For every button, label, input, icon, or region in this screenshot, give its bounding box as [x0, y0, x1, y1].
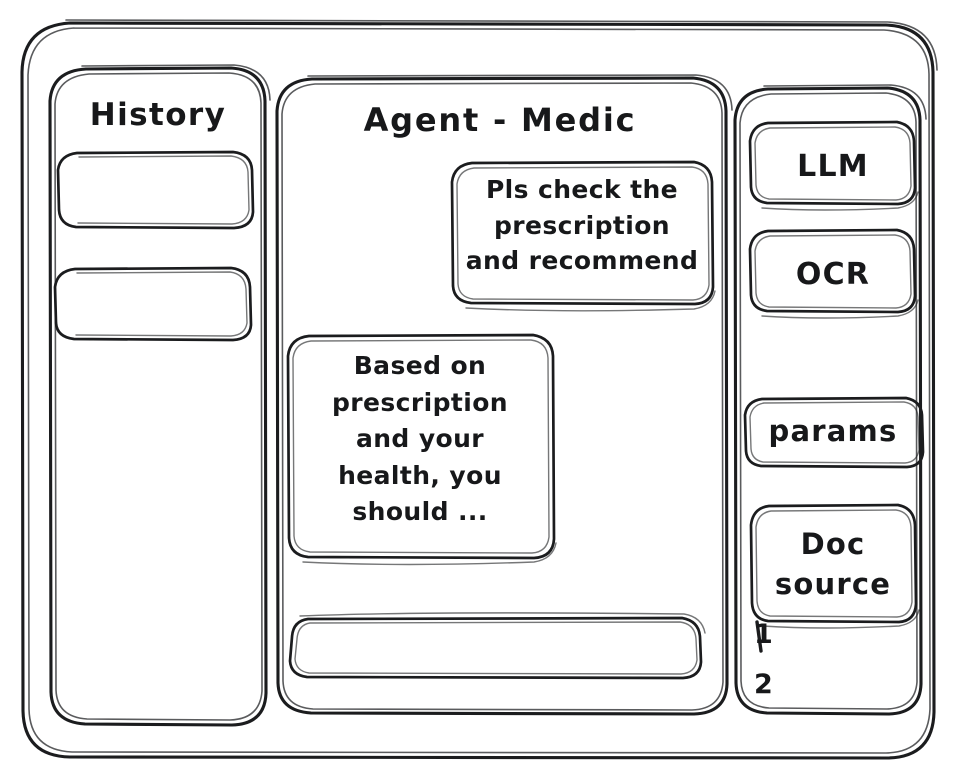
- history-item-1[interactable]: [58, 152, 253, 228]
- assistant-message-text: Based on prescription and your health, y…: [332, 351, 508, 526]
- params-label: params: [768, 414, 898, 448]
- tool-ocr-label: OCR: [795, 257, 871, 292]
- history-panel-title: History: [89, 97, 227, 133]
- history-item-2[interactable]: [55, 268, 251, 340]
- tool-llm-label: LLM: [797, 149, 869, 184]
- agent-panel-title: Agent - Medic: [363, 101, 637, 139]
- user-message-text: Pls check the prescription and recommend: [465, 175, 699, 275]
- doc-source-item-2[interactable]: 2: [754, 669, 774, 700]
- doc-source-label: Doc source: [774, 527, 892, 602]
- composer-input[interactable]: [290, 618, 701, 678]
- doc-source-item-1[interactable]: 1: [754, 619, 774, 650]
